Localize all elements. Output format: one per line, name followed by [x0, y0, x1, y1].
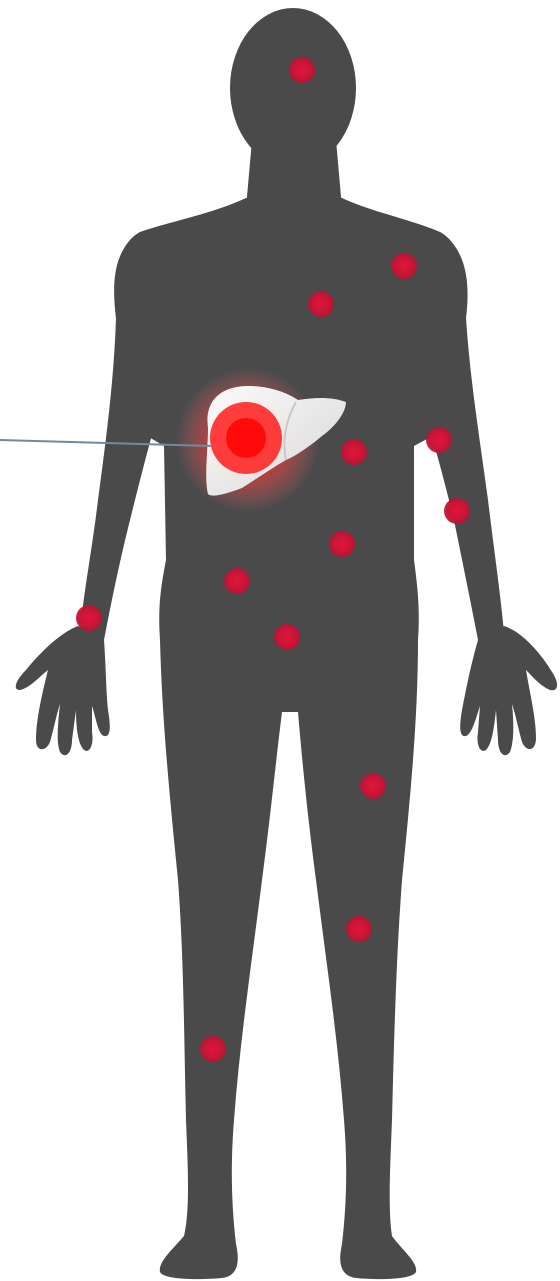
marker-right-shoulder: [391, 253, 417, 279]
marker-head: [289, 57, 315, 83]
right-hand: [460, 626, 557, 755]
marker-left-wrist: [76, 605, 102, 631]
marker-right-abdomen: [341, 439, 367, 465]
left-leg: [160, 640, 292, 1279]
marker-right-elbow: [426, 427, 452, 453]
marker-lower-right-abdomen: [329, 531, 355, 557]
left-hand: [16, 626, 110, 755]
right-leg: [288, 640, 418, 1279]
marker-right-forearm: [444, 498, 470, 524]
neck: [246, 140, 342, 208]
marker-right-knee: [346, 916, 372, 942]
liver-hotspot-core: [226, 418, 266, 458]
marker-left-hip: [224, 568, 250, 594]
marker-right-thigh: [360, 773, 386, 799]
marker-chest: [308, 291, 334, 317]
marker-left-shin: [200, 1036, 226, 1062]
marker-pelvis: [274, 624, 300, 650]
